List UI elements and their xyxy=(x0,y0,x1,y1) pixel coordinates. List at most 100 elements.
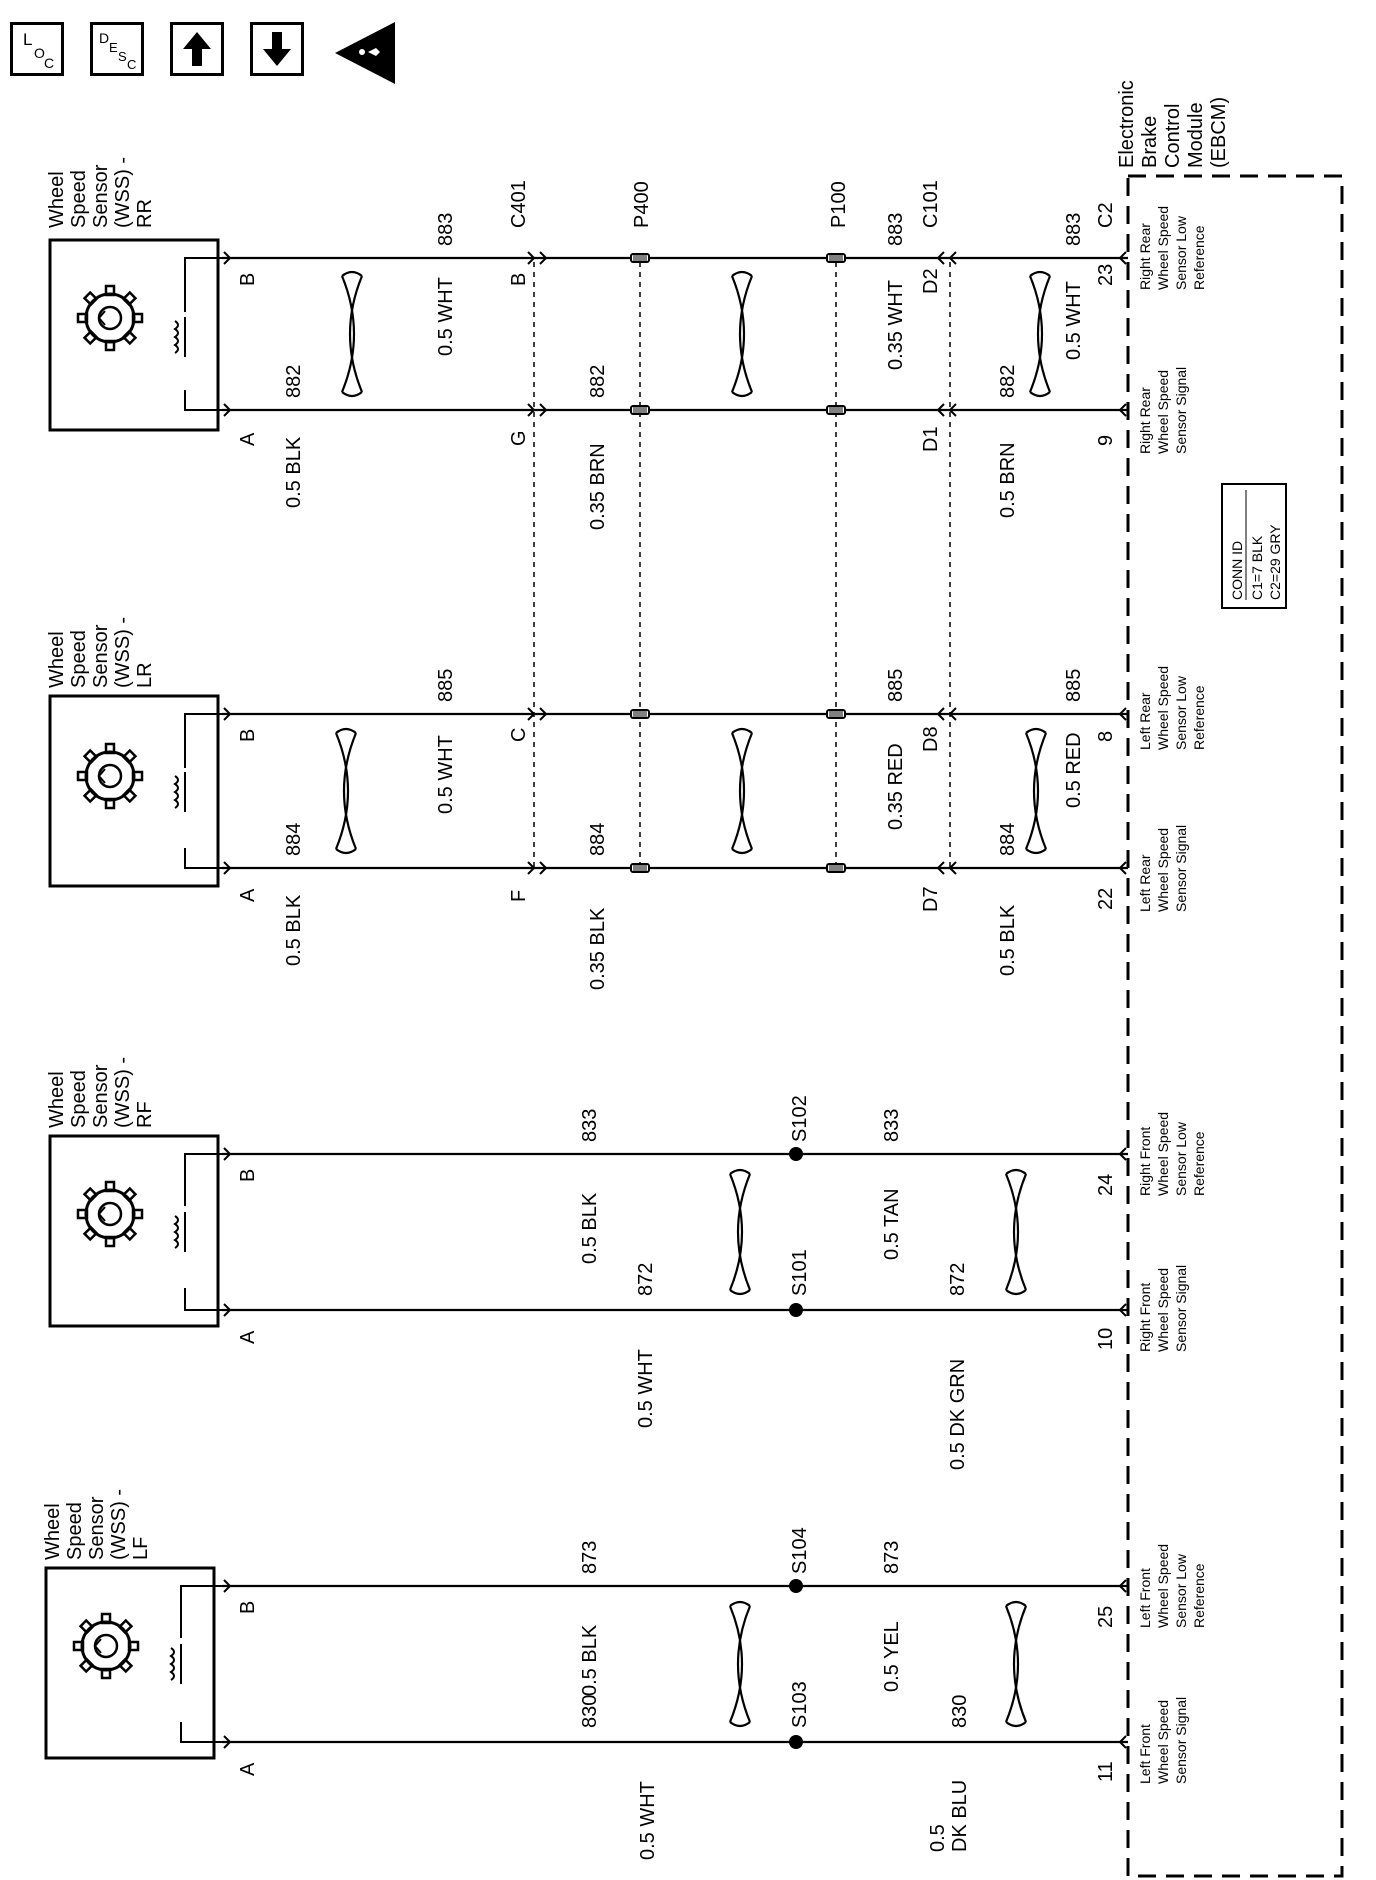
arrow-down-icon xyxy=(263,32,291,66)
p400-lr-b xyxy=(630,709,650,719)
svg-text:11: 11 xyxy=(1095,1761,1117,1782)
desc-sub1: E xyxy=(109,40,118,55)
svg-text:882: 882 xyxy=(587,365,609,398)
svg-text:884: 884 xyxy=(283,823,305,856)
lr-arrows xyxy=(223,707,1127,875)
location-button[interactable]: L O C xyxy=(10,22,64,76)
twisted-pair-lr-3 xyxy=(1024,727,1048,855)
rf-arrows xyxy=(223,1147,1127,1317)
svg-text:F: F xyxy=(508,890,530,902)
lf-wires xyxy=(222,1584,1128,1744)
svg-text:22: 22 xyxy=(1095,888,1117,910)
svg-text:B: B xyxy=(237,1601,259,1614)
twisted-pair-lf-1 xyxy=(728,1600,752,1728)
svg-text:0.5 DK GRN: 0.5 DK GRN xyxy=(947,1359,969,1470)
rr-wires xyxy=(222,256,1128,412)
svg-text:CONN ID: CONN ID xyxy=(1229,541,1245,600)
svg-text:25: 25 xyxy=(1095,1606,1117,1628)
svg-text:A: A xyxy=(237,432,259,446)
svg-text:0.35 BLK: 0.35 BLK xyxy=(587,907,609,990)
svg-text:0.5 YEL: 0.5 YEL xyxy=(881,1621,903,1692)
sensor-rr-title: Wheel Speed Sensor (WSS) - RR xyxy=(46,151,156,228)
svg-text:0.5: 0.5 xyxy=(927,1824,949,1852)
loc-sub2: C xyxy=(44,55,55,71)
svg-text:885: 885 xyxy=(1063,669,1085,702)
svg-text:C1=7 BLK: C1=7 BLK xyxy=(1249,535,1265,600)
lf-arrows xyxy=(223,1579,1127,1749)
p400-label: P400 xyxy=(631,181,653,228)
p400-rr-b xyxy=(630,253,650,263)
svg-text:D7: D7 xyxy=(920,886,942,912)
p100-label: P100 xyxy=(828,181,850,228)
splice-s104 xyxy=(789,1579,803,1593)
arrow-up-icon xyxy=(183,32,211,66)
splice-s101 xyxy=(789,1303,803,1317)
svg-text:833: 833 xyxy=(579,1109,601,1142)
twisted-pair-lf-2 xyxy=(1004,1600,1028,1728)
twisted-pair-lr-1 xyxy=(334,727,358,855)
p100-lr-a xyxy=(826,863,846,873)
next-button[interactable] xyxy=(250,22,304,76)
svg-text:23: 23 xyxy=(1095,264,1117,286)
sensor-rf-title: Wheel Speed Sensor (WSS) - RF xyxy=(46,1051,156,1128)
svg-text:0.35 RED: 0.35 RED xyxy=(885,743,907,830)
svg-text:S101: S101 xyxy=(789,1249,811,1296)
p100-rr-b xyxy=(826,253,846,263)
sensor-lf: Wheel Speed Sensor (WSS) - LF xyxy=(42,1483,222,1760)
svg-text:0.5 BRN: 0.5 BRN xyxy=(997,442,1019,518)
svg-text:10: 10 xyxy=(1095,1328,1117,1350)
svg-text:883: 883 xyxy=(885,213,907,246)
rf-signal-func: Right Front Wheel Speed Sensor Signal xyxy=(1137,1264,1189,1352)
svg-text:S102: S102 xyxy=(789,1095,811,1142)
svg-text:C: C xyxy=(508,728,530,742)
rf-labels: B A 0.5 WHT 872 0.5 BLK 833 S101 S102 0.… xyxy=(237,1095,1117,1470)
svg-text:0.5 WHT: 0.5 WHT xyxy=(1063,281,1085,360)
lf-ref-func: Left Front Wheel Speed Sensor Low Refere… xyxy=(1137,1540,1207,1628)
svg-text:D1: D1 xyxy=(920,426,942,452)
sensor-lf-title: Wheel Speed Sensor (WSS) - LF xyxy=(42,1483,152,1560)
svg-text:830: 830 xyxy=(949,1695,971,1728)
lr-wires xyxy=(222,712,1128,870)
svg-text:833: 833 xyxy=(881,1109,903,1142)
svg-text:0.5 BLK: 0.5 BLK xyxy=(997,904,1019,976)
rf-ref-func: Right Front Wheel Speed Sensor Low Refer… xyxy=(1137,1108,1207,1196)
svg-text:B: B xyxy=(237,1169,259,1182)
desc-sub2: S xyxy=(118,49,127,64)
svg-text:883: 883 xyxy=(435,213,457,246)
svg-text:D8: D8 xyxy=(920,726,942,752)
c401-label: C401 xyxy=(508,180,530,228)
p100-rr-a xyxy=(826,405,846,415)
svg-text:A: A xyxy=(237,1762,259,1776)
svg-text:8: 8 xyxy=(1095,731,1117,742)
sensor-lr-body[interactable] xyxy=(48,694,220,888)
svg-text:0.35 WHT: 0.35 WHT xyxy=(885,280,907,370)
sensor-lr: Wheel Speed Sensor (WSS) - LR xyxy=(46,617,222,888)
lf-signal-func: Left Front Wheel Speed Sensor Signal xyxy=(1137,1696,1189,1784)
svg-text:830: 830 xyxy=(579,1695,601,1728)
previous-button[interactable] xyxy=(170,22,224,76)
twisted-pair-rf-1 xyxy=(728,1168,752,1296)
lr-ref-func: Left Rear Wheel Speed Sensor Low Referen… xyxy=(1137,662,1207,750)
warning-triangle-icon xyxy=(335,22,395,84)
p400-lr-a xyxy=(630,863,650,873)
svg-text:0.5 BLK: 0.5 BLK xyxy=(283,436,305,508)
svg-text:0.5 WHT: 0.5 WHT xyxy=(637,1781,659,1860)
rr-ref-func: Right Rear Wheel Speed Sensor Low Refere… xyxy=(1137,202,1207,290)
svg-text:S103: S103 xyxy=(789,1681,811,1728)
svg-text:D2: D2 xyxy=(920,268,942,294)
svg-text:0.5 BLK: 0.5 BLK xyxy=(283,894,305,966)
svg-text:882: 882 xyxy=(283,365,305,398)
desc-main: D xyxy=(99,30,110,46)
p400-rr-a xyxy=(630,405,650,415)
svg-text:A: A xyxy=(237,1330,259,1344)
description-button[interactable]: D E S C xyxy=(90,22,144,76)
warning-button[interactable] xyxy=(330,18,396,88)
svg-text:872: 872 xyxy=(635,1263,657,1296)
desc-sub3: C xyxy=(127,57,137,72)
svg-text:C2=29 GRY: C2=29 GRY xyxy=(1267,524,1283,600)
splice-s103 xyxy=(789,1735,803,1749)
splice-s102 xyxy=(789,1147,803,1161)
loc-main: L xyxy=(23,30,33,49)
lf-labels: B A 0.5 WHT 830 0.5 BLK 873 S103 S104 0.… xyxy=(237,1527,1117,1860)
